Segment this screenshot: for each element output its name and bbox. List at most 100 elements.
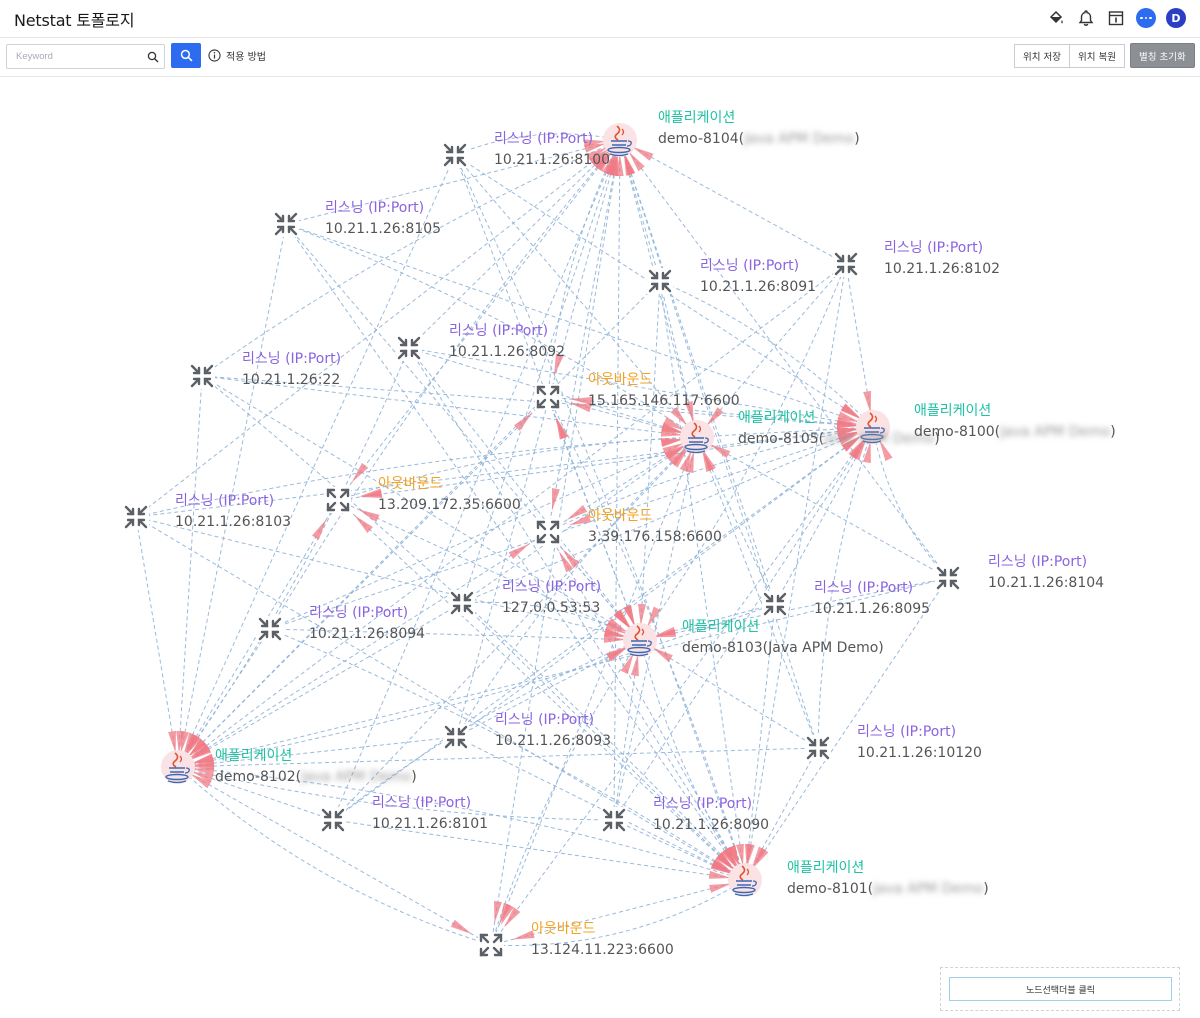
topology-edge bbox=[744, 603, 776, 881]
java-app-node-icon[interactable] bbox=[603, 123, 637, 157]
java-app-node-icon[interactable] bbox=[161, 750, 195, 784]
edge-arrowhead bbox=[841, 403, 862, 420]
edge-arrowhead bbox=[610, 153, 619, 177]
node-label-l8092[interactable]: 리스닝 (IP:Port)10.21.1.26:8092 bbox=[449, 323, 565, 361]
search-input[interactable] bbox=[7, 45, 142, 68]
node-label-l53[interactable]: 리스닝 (IP:Port)127.0.0.53:53 bbox=[502, 579, 601, 617]
node-label-l8090[interactable]: 리스닝 (IP:Port)10.21.1.26:8090 bbox=[653, 796, 769, 834]
howto-link[interactable]: 적용 방법 bbox=[208, 48, 266, 63]
listen-node-icon[interactable] bbox=[935, 565, 961, 591]
node-label-l8091[interactable]: 리스닝 (IP:Port)10.21.1.26:8091 bbox=[700, 258, 816, 296]
topology-edge bbox=[461, 139, 621, 604]
more-menu-icon[interactable] bbox=[1136, 8, 1156, 28]
node-label-l8100[interactable]: 리스닝 (IP:Port)10.21.1.26:8100 bbox=[494, 131, 610, 169]
node-label-l10120[interactable]: 리스닝 (IP:Port)10.21.1.26:10120 bbox=[857, 724, 982, 762]
java-app-node-icon[interactable] bbox=[728, 863, 762, 897]
outbound-node-icon[interactable] bbox=[535, 519, 561, 545]
node-label-l8095[interactable]: 리스닝 (IP:Port)10.21.1.26:8095 bbox=[814, 580, 930, 618]
topology-edge bbox=[613, 436, 698, 821]
java-app-node-icon[interactable] bbox=[856, 410, 890, 444]
redacted-service-name: Java APM Demo bbox=[744, 130, 855, 147]
listen-node-icon[interactable] bbox=[320, 807, 346, 833]
node-type-label: 리스닝 (IP:Port) bbox=[309, 605, 409, 621]
reset-alias-button[interactable]: 별칭 초기화 bbox=[1130, 43, 1195, 68]
edge-arrowhead bbox=[594, 151, 612, 171]
node-address-label: 10.21.1.26:8094 bbox=[309, 625, 426, 642]
listen-node-icon[interactable] bbox=[443, 724, 469, 750]
node-address-label: 10.21.1.26:8103 bbox=[175, 513, 292, 530]
restore-position-button[interactable]: 위치 복원 bbox=[1069, 44, 1125, 68]
topology-edge bbox=[547, 139, 621, 533]
bell-icon[interactable] bbox=[1076, 8, 1096, 28]
node-label-l8104[interactable]: 리스닝 (IP:Port)10.21.1.26:8104 bbox=[988, 554, 1104, 592]
node-label-l8101[interactable]: 리스닝 (IP:Port)10.21.1.26:8101 bbox=[372, 795, 488, 833]
listen-node-icon[interactable] bbox=[647, 268, 673, 294]
node-address-label: demo-8100(Java APM Demo) bbox=[914, 423, 1116, 440]
node-label-l8093[interactable]: 리스닝 (IP:Port)10.21.1.26:8093 bbox=[495, 712, 611, 750]
listen-node-icon[interactable] bbox=[449, 590, 475, 616]
node-address-label: 10.21.1.26:10120 bbox=[857, 744, 982, 761]
node-address-label: 10.21.1.26:8100 bbox=[494, 151, 611, 168]
listen-node-icon[interactable] bbox=[123, 504, 149, 530]
listen-node-icon[interactable] bbox=[189, 363, 215, 389]
node-address-label: 13.209.172.35:6600 bbox=[378, 496, 521, 513]
calendar-icon[interactable] bbox=[1106, 8, 1126, 28]
node-label-l8094[interactable]: 리스닝 (IP:Port) 10.21.1.26:8094 bbox=[309, 605, 425, 643]
topology-edge bbox=[177, 154, 456, 768]
edge-arrowhead bbox=[651, 647, 673, 663]
topology-edge bbox=[619, 139, 698, 438]
edge-arrowhead bbox=[841, 435, 862, 452]
user-avatar[interactable]: D bbox=[1166, 8, 1186, 28]
search-button[interactable] bbox=[171, 43, 201, 68]
topology-edge bbox=[490, 426, 874, 946]
java-app-node-icon[interactable] bbox=[623, 623, 657, 657]
topology-edge bbox=[177, 531, 549, 768]
topology-edge bbox=[269, 628, 746, 881]
listen-node-icon[interactable] bbox=[805, 735, 831, 761]
listen-node-icon[interactable] bbox=[762, 591, 788, 617]
outbound-node-icon[interactable] bbox=[478, 932, 504, 958]
topology-edge bbox=[408, 139, 621, 349]
edge-arrowhead bbox=[836, 419, 860, 428]
listen-node-icon[interactable] bbox=[257, 616, 283, 642]
topology-edge bbox=[177, 766, 492, 946]
topology-edge bbox=[659, 280, 746, 881]
topology-edge bbox=[454, 154, 874, 428]
listen-node-icon[interactable] bbox=[833, 251, 859, 277]
topology-graph[interactable] bbox=[0, 77, 1200, 1018]
node-label-l8102[interactable]: 리스닝 (IP:Port)10.21.1.26:8102 bbox=[884, 240, 1000, 278]
topology-edge bbox=[696, 263, 847, 438]
listen-node-icon[interactable] bbox=[601, 807, 627, 833]
edge-arrowhead bbox=[709, 443, 731, 459]
app-header: Netstat 토폴로지 D bbox=[0, 0, 1200, 38]
node-select-hint[interactable]: 노드선택더블 클릭 bbox=[949, 977, 1172, 1001]
save-position-button[interactable]: 위치 저장 bbox=[1014, 44, 1070, 68]
node-address-label: 10.21.1.26:8090 bbox=[653, 816, 770, 833]
listen-node-icon[interactable] bbox=[273, 211, 299, 237]
edge-arrowhead bbox=[660, 439, 684, 448]
topology-edge bbox=[177, 396, 549, 768]
search-icon[interactable] bbox=[142, 51, 164, 63]
outbound-node-icon[interactable] bbox=[535, 384, 561, 410]
java-app-node-icon[interactable] bbox=[680, 420, 714, 454]
node-label-l22[interactable]: 리스닝 (IP:Port)10.21.1.26:22 bbox=[242, 351, 341, 389]
listen-node-icon[interactable] bbox=[396, 335, 422, 361]
node-label-l8103[interactable]: 리스닝 (IP:Port)10.21.1.26:8103 bbox=[175, 493, 291, 531]
listen-node-icon[interactable] bbox=[442, 142, 468, 168]
topology-edge bbox=[547, 396, 641, 641]
node-label-l8105[interactable]: 리스닝 (IP:Port)10.21.1.26:8105 bbox=[325, 200, 441, 238]
outbound-node-icon[interactable] bbox=[325, 487, 351, 513]
paint-bucket-icon[interactable] bbox=[1046, 8, 1066, 28]
topology-edge bbox=[285, 223, 874, 428]
